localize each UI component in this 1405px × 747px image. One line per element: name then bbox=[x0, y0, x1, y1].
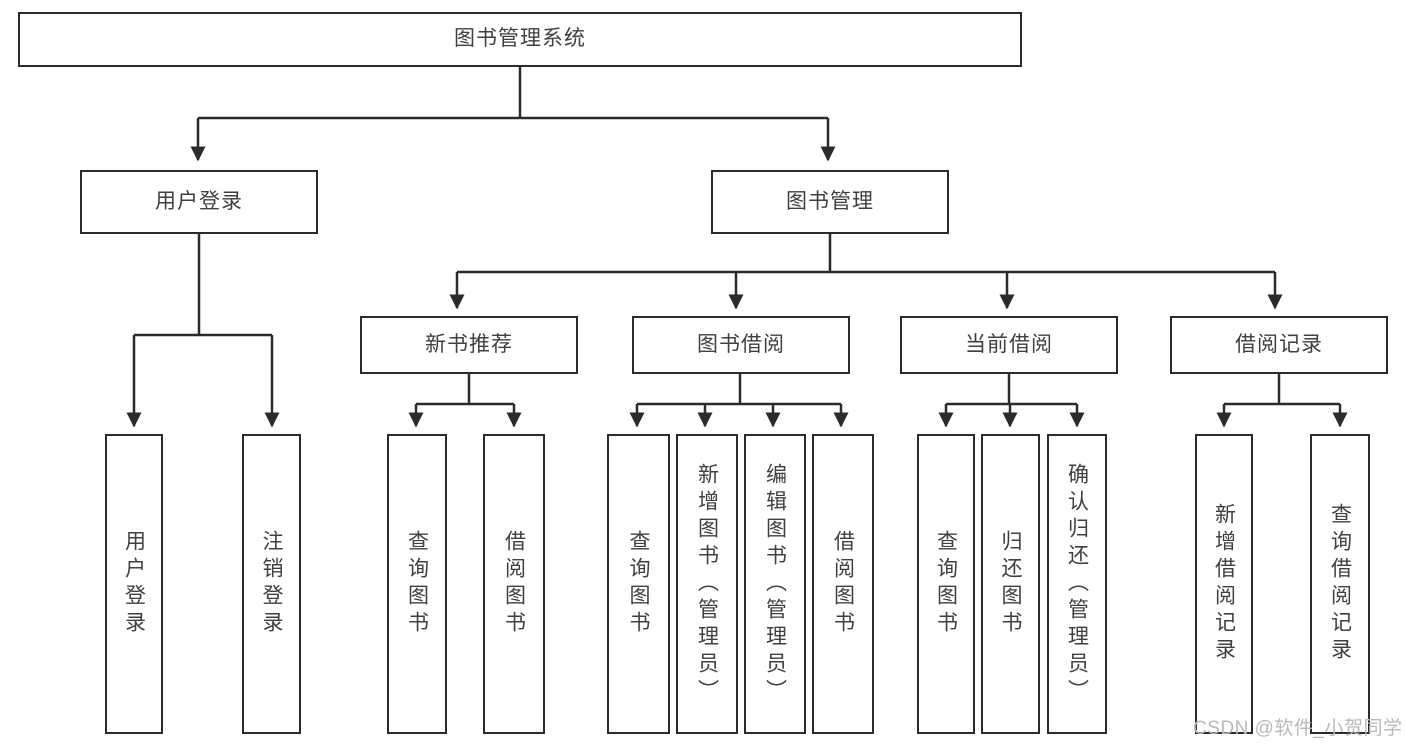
node-leaf-add-book-label: 新增图书（管理员） bbox=[695, 462, 719, 706]
node-leaf-add-borrow-record[interactable]: 新增借阅记录 bbox=[1195, 434, 1253, 734]
node-leaf-edit-book[interactable]: 编辑图书（管理员） bbox=[744, 434, 806, 734]
node-leaf-query-book-1[interactable]: 查询图书 bbox=[387, 434, 447, 734]
node-leaf-query-book-2-label: 查询图书 bbox=[627, 530, 650, 638]
node-user-login-label: 用户登录 bbox=[155, 189, 243, 213]
node-book-manage[interactable]: 图书管理 bbox=[711, 170, 949, 234]
node-book-borrow-label: 图书借阅 bbox=[697, 332, 785, 356]
node-leaf-edit-book-label: 编辑图书（管理员） bbox=[763, 462, 787, 706]
node-leaf-user-login-label: 用户登录 bbox=[122, 530, 146, 638]
node-leaf-return-book-label: 归还图书 bbox=[999, 530, 1022, 638]
node-leaf-add-borrow-record-label: 新增借阅记录 bbox=[1212, 503, 1236, 665]
node-book-manage-label: 图书管理 bbox=[786, 189, 874, 213]
node-leaf-query-book-1-label: 查询图书 bbox=[405, 530, 429, 638]
node-leaf-query-borrow-record[interactable]: 查询借阅记录 bbox=[1310, 434, 1370, 734]
node-leaf-logout[interactable]: 注销登录 bbox=[242, 434, 301, 734]
node-leaf-logout-label: 注销登录 bbox=[260, 530, 283, 638]
node-leaf-borrow-book-1-label: 借阅图书 bbox=[502, 530, 526, 638]
node-borrow-record-label: 借阅记录 bbox=[1235, 332, 1323, 356]
node-leaf-confirm-return-label: 确认归还（管理员） bbox=[1065, 462, 1089, 706]
node-leaf-borrow-book-2[interactable]: 借阅图书 bbox=[812, 434, 874, 734]
node-user-login[interactable]: 用户登录 bbox=[80, 170, 318, 234]
node-leaf-add-book[interactable]: 新增图书（管理员） bbox=[676, 434, 738, 734]
node-leaf-query-book-3[interactable]: 查询图书 bbox=[917, 434, 975, 734]
node-book-borrow[interactable]: 图书借阅 bbox=[632, 316, 850, 374]
node-leaf-confirm-return[interactable]: 确认归还（管理员） bbox=[1047, 434, 1107, 734]
node-root[interactable]: 图书管理系统 bbox=[18, 12, 1022, 67]
node-borrow-record[interactable]: 借阅记录 bbox=[1170, 316, 1388, 374]
node-leaf-borrow-book-2-label: 借阅图书 bbox=[831, 530, 855, 638]
node-current-borrow[interactable]: 当前借阅 bbox=[900, 316, 1118, 374]
node-current-borrow-label: 当前借阅 bbox=[965, 332, 1053, 356]
node-leaf-query-book-3-label: 查询图书 bbox=[934, 530, 958, 638]
node-leaf-query-book-2[interactable]: 查询图书 bbox=[607, 434, 670, 734]
node-leaf-borrow-book-1[interactable]: 借阅图书 bbox=[483, 434, 545, 734]
node-leaf-user-login[interactable]: 用户登录 bbox=[105, 434, 163, 734]
node-new-book-recommend-label: 新书推荐 bbox=[425, 332, 513, 356]
node-root-label: 图书管理系统 bbox=[454, 27, 586, 51]
node-leaf-query-borrow-record-label: 查询借阅记录 bbox=[1328, 503, 1352, 665]
csdn-watermark: CSDN @软件_小贺同学 bbox=[1193, 718, 1403, 739]
node-new-book-recommend[interactable]: 新书推荐 bbox=[360, 316, 578, 374]
node-leaf-return-book[interactable]: 归还图书 bbox=[981, 434, 1040, 734]
